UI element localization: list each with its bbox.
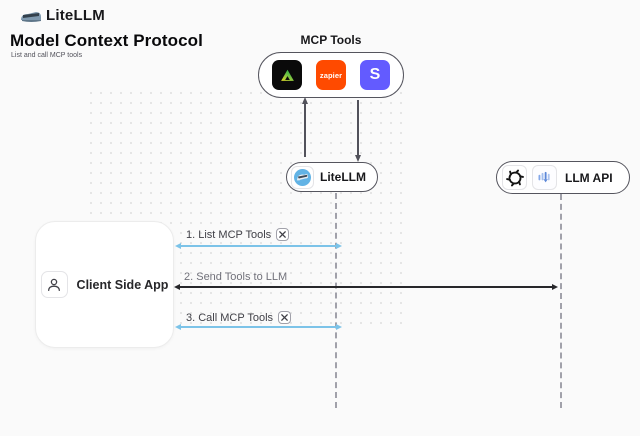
tools-icon <box>278 311 292 324</box>
stripe-logo-icon: S <box>360 60 390 90</box>
zapier-logo-text: zapier <box>319 70 343 80</box>
mcp-tools-label: MCP Tools <box>300 33 362 47</box>
stripe-logo-text: S <box>369 66 381 83</box>
llm-provider-logo-icon <box>532 165 557 190</box>
zapier-logo-icon: zapier <box>316 60 346 90</box>
step2-arrow <box>180 286 552 288</box>
litellm-to-mcp-arrow <box>304 103 306 157</box>
client-node-label: Client Side App <box>76 277 169 292</box>
user-icon <box>40 271 68 298</box>
llm-api-node-label: LLM API <box>565 170 613 185</box>
client-side-app-node: Client Side App <box>35 221 174 348</box>
brand-name: LiteLLM <box>46 7 105 24</box>
triangle-tool-logo-icon <box>272 60 302 90</box>
step3-label: 3. Call MCP Tools <box>186 311 274 324</box>
mcp-tools-box: zapier S <box>258 52 404 98</box>
step3-label-row: 3. Call MCP Tools <box>186 311 292 324</box>
openai-logo-icon <box>502 165 527 190</box>
tools-icon <box>276 228 290 241</box>
litellm-node-label: LiteLLM <box>320 170 366 184</box>
litellm-llama-icon <box>20 8 42 23</box>
litellm-logo-frame <box>291 165 314 189</box>
page-title: Model Context Protocol <box>10 31 203 50</box>
step2-label: 2. Send Tools to LLM <box>184 271 288 283</box>
page-subtitle: List and call MCP tools <box>11 52 83 59</box>
step3-arrow <box>181 326 336 328</box>
mcp-to-litellm-arrow <box>357 100 359 156</box>
litellm-lifeline <box>335 193 337 408</box>
llm-api-lifeline <box>560 194 562 408</box>
brand: LiteLLM <box>20 7 105 24</box>
step1-label-row: 1. List MCP Tools <box>186 228 290 241</box>
step1-arrow <box>181 245 336 247</box>
llm-api-node: LLM API <box>496 161 630 194</box>
litellm-node: LiteLLM <box>286 162 378 192</box>
step2-label-row: 2. Send Tools to LLM <box>184 271 287 283</box>
litellm-logo-icon <box>294 168 311 186</box>
step1-label: 1. List MCP Tools <box>186 228 272 241</box>
